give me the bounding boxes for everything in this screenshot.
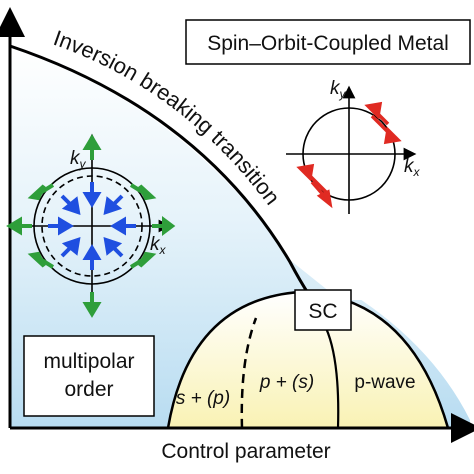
multipolar-box <box>23 335 155 417</box>
red-arrows <box>296 101 402 209</box>
p-wave-label: p-wave <box>354 372 415 393</box>
x-axis-label: Control parameter <box>161 440 330 463</box>
s-plus-p-label: s + (p) <box>176 388 230 409</box>
left-kspace-diagram: ky kx <box>6 133 176 318</box>
green-arrows <box>6 134 176 318</box>
metal-region <box>190 0 470 420</box>
blue-arrows <box>48 182 136 270</box>
left-ky-label: ky <box>70 148 87 171</box>
multipolar-line2: order <box>64 378 113 401</box>
right-kspace-diagram: ky kx <box>286 78 421 214</box>
title-text: Spin–Orbit-Coupled Metal <box>207 32 449 55</box>
title-box <box>185 19 471 65</box>
left-kx-label: kx <box>150 234 167 257</box>
sc-box <box>294 289 352 331</box>
p-plus-s-label: p + (s) <box>259 372 314 393</box>
multipolar-line1: multipolar <box>43 350 134 373</box>
right-ky-label: ky <box>330 78 347 101</box>
sc-label: SC <box>308 300 337 323</box>
solid-boundary <box>324 327 340 429</box>
dashed-boundary <box>240 317 258 429</box>
right-kx-label: kx <box>404 156 421 179</box>
